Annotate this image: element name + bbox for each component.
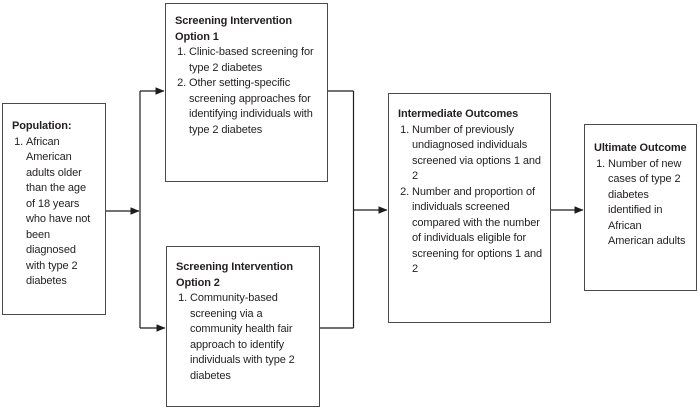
screening-option2-list: Community-based screening via a communit…	[176, 291, 311, 384]
population-box: Population: African American adults olde…	[2, 103, 106, 315]
screening-option1-item: Clinic-based screening for type 2 diabet…	[189, 45, 319, 76]
intermediate-outcomes-box: Intermediate Outcomes Number of previous…	[388, 93, 551, 323]
intermediate-outcomes-item: Number and proportion of individuals scr…	[412, 185, 542, 278]
screening-option1-heading: Screening Intervention Option 1	[175, 15, 292, 43]
population-list: African American adults older than the a…	[12, 135, 97, 290]
ultimate-outcome-heading: Ultimate Outcome	[594, 142, 687, 154]
ultimate-outcome-item: Number of new cases of type 2 diabetes i…	[608, 157, 688, 250]
intermediate-outcomes-item: Number of previously undiagnosed individ…	[412, 123, 542, 185]
population-heading: Population:	[12, 120, 72, 132]
ultimate-outcome-list: Number of new cases of type 2 diabetes i…	[594, 157, 688, 250]
screening-option2-item: Community-based screening via a communit…	[190, 291, 311, 384]
ultimate-outcome-box: Ultimate Outcome Number of new cases of …	[584, 124, 697, 291]
screening-option2-heading: Screening Intervention Option 2	[176, 261, 293, 289]
screening-option1-item: Other setting-specific screening approac…	[189, 76, 319, 138]
screening-option1-list: Clinic-based screening for type 2 diabet…	[175, 45, 319, 138]
screening-option2-box: Screening Intervention Option 2 Communit…	[166, 246, 320, 407]
screening-option1-box: Screening Intervention Option 1 Clinic-b…	[165, 3, 328, 182]
intermediate-outcomes-heading: Intermediate Outcomes	[398, 108, 519, 120]
population-item: African American adults older than the a…	[26, 135, 97, 290]
intermediate-outcomes-list: Number of previously undiagnosed individ…	[398, 123, 542, 278]
